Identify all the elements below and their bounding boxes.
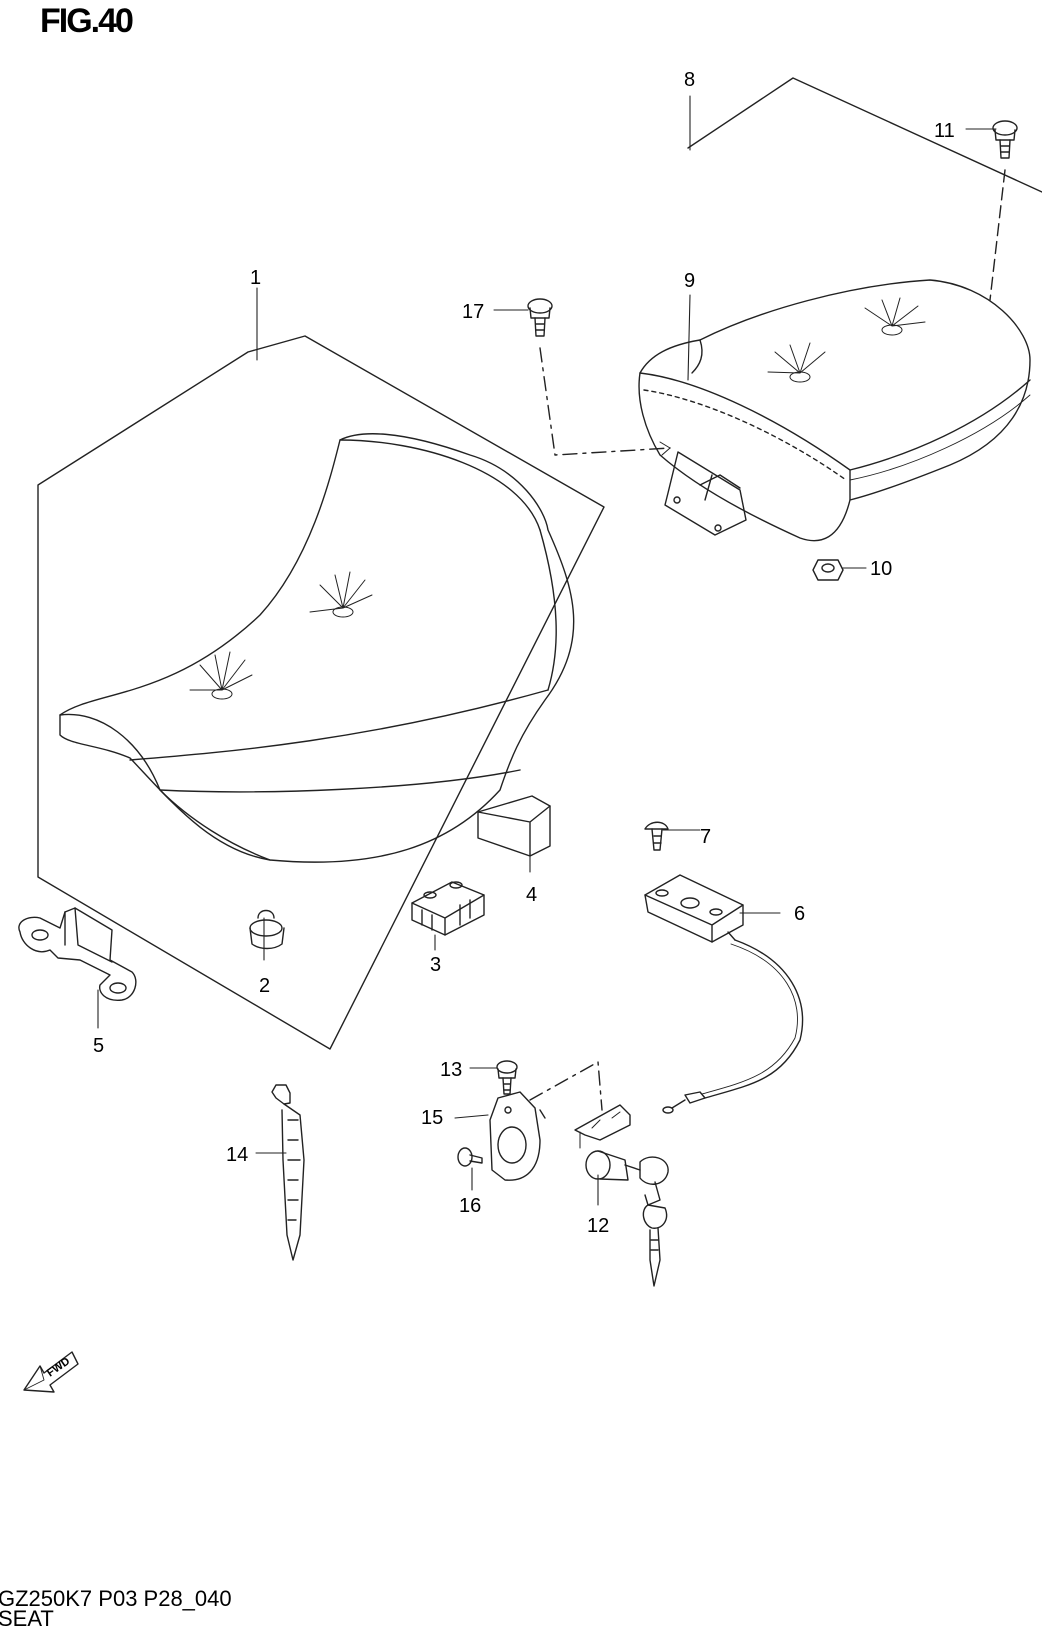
callout-9: 9 — [684, 270, 695, 292]
bolt-17 — [527, 298, 553, 337]
callout-17: 17 — [462, 301, 484, 323]
bracket-5 — [18, 907, 137, 1001]
dashed-line-13 — [529, 1061, 603, 1111]
figure-code: GZ250K7 P03 P28_040 — [0, 1586, 232, 1611]
bolt-11 — [992, 120, 1018, 159]
dashed-line-17 — [539, 347, 671, 456]
callout-2: 2 — [259, 975, 270, 997]
callout-labels: 1 2 3 4 5 6 7 8 9 10 11 12 13 14 15 16 1… — [93, 69, 955, 1237]
callout-14: 14 — [226, 1144, 248, 1166]
lock-housing-6 — [644, 874, 804, 1114]
seat-rear — [638, 279, 1031, 542]
seat-main — [59, 433, 575, 863]
callout-4: 4 — [526, 884, 537, 906]
nut-10 — [812, 559, 844, 581]
plate-15 — [489, 1091, 546, 1181]
seat-group-box — [37, 335, 605, 1050]
figure-name: SEAT — [0, 1606, 54, 1631]
callout-12: 12 — [587, 1215, 609, 1237]
callout-1: 1 — [250, 267, 261, 289]
grommet-2 — [249, 909, 285, 950]
callout-5: 5 — [93, 1035, 104, 1057]
callout-11: 11 — [934, 120, 955, 142]
figure-title: FIG.40 — [40, 2, 134, 40]
callout-10: 10 — [870, 558, 892, 580]
dashed-line-11 — [989, 169, 1006, 301]
callout-13: 13 — [440, 1059, 462, 1081]
callout-6: 6 — [794, 903, 805, 925]
callout-3: 3 — [430, 954, 441, 976]
forward-arrow-icon: FWD — [23, 1351, 79, 1393]
callout-8: 8 — [684, 69, 695, 91]
bolt-13 — [496, 1060, 518, 1095]
callout-16: 16 — [459, 1195, 481, 1217]
screw-16 — [457, 1147, 483, 1167]
leader-lines — [97, 95, 997, 1206]
lock-cylinder-12 — [574, 1104, 669, 1287]
cable-tie-14 — [271, 1084, 305, 1261]
screw-7 — [644, 821, 669, 851]
callout-7: 7 — [700, 826, 711, 848]
rear-seat-group-box — [687, 77, 1042, 193]
cushion-3 — [411, 881, 485, 936]
callout-15: 15 — [421, 1107, 443, 1129]
